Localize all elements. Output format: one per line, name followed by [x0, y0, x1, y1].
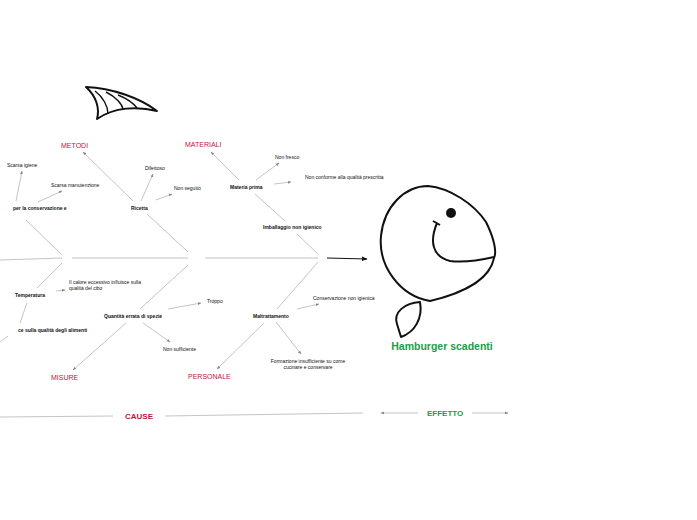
cause-note: Troppo — [206, 298, 224, 304]
fish-head: Hamburger scadenti — [372, 180, 512, 356]
fishbone-line — [274, 182, 291, 184]
category-label: MISURE — [50, 374, 79, 382]
sub-cause: Imballaggio non igienico — [262, 224, 323, 230]
cause-note: Scarsa manutenzione — [50, 182, 100, 188]
fishbone-line — [256, 163, 279, 180]
fishbone-line — [381, 413, 418, 414]
fishbone-line — [165, 413, 363, 416]
fishbone-line — [83, 152, 133, 201]
fishbone-line — [0, 258, 62, 260]
cause-note: Difettoso — [144, 165, 166, 171]
fish-outline — [372, 180, 512, 356]
dorsal-fin — [86, 87, 157, 119]
sub-cause: Quantità errata di spezie — [103, 313, 163, 319]
fishbone-line — [0, 336, 8, 342]
fishbone-line — [255, 194, 285, 221]
category-label: METODI — [60, 142, 89, 150]
cause-note: Scarsa igiene — [6, 162, 38, 168]
fishbone-line — [327, 258, 367, 259]
sub-cause: Temperatura — [14, 292, 46, 298]
fishbone-line — [211, 152, 239, 180]
cause-note: Non conforme alla qualità prescritta — [304, 174, 385, 180]
fishbone-line — [56, 290, 65, 291]
cause-note: Conservazione non igienica — [312, 295, 375, 301]
fishbone-line — [143, 323, 170, 342]
fishbone-line — [141, 174, 153, 201]
fishbone-line — [217, 323, 264, 369]
sub-cause: per la conservazione e — [12, 205, 68, 211]
category-label: PERSONALE — [187, 373, 232, 381]
fishbone-line — [147, 214, 188, 252]
fishbone-line — [26, 220, 62, 255]
fishbone-line — [297, 234, 318, 254]
fishbone-line — [37, 263, 62, 288]
fishbone-line — [297, 304, 319, 309]
category-label: MATERIALI — [184, 141, 222, 149]
fishbone-line — [0, 416, 113, 417]
cause-note: Non fresco — [274, 154, 300, 160]
fishbone-line — [72, 258, 188, 259]
effect-title: Hamburger scadenti — [372, 340, 512, 352]
cause-note: Il calore eccessivo influisce sulla qual… — [68, 279, 152, 291]
axis-label: CAUSE — [124, 412, 154, 422]
fishbone-line — [156, 194, 172, 200]
fishbone-line — [16, 171, 22, 201]
fishbone-line — [205, 258, 318, 259]
sub-cause: Materia prima — [229, 184, 264, 190]
axis-label: EFFETTO — [426, 409, 464, 419]
sub-cause: ce sulla qualità degli alimenti — [17, 327, 88, 333]
fishbone-line — [276, 322, 301, 354]
fishbone-line — [38, 191, 62, 202]
fishbone-line — [168, 303, 201, 309]
sub-cause: Ricetta — [130, 205, 149, 211]
cause-note: Formazione insufficiente su come cucinar… — [265, 358, 351, 370]
fishbone-line — [20, 303, 27, 323]
cause-note: Non seguito — [173, 185, 202, 191]
sub-cause: Maltrattamento — [252, 313, 290, 319]
fishbone-line — [472, 413, 508, 414]
fishbone-line — [277, 262, 318, 309]
cause-note: Non sufficiente — [162, 346, 197, 352]
